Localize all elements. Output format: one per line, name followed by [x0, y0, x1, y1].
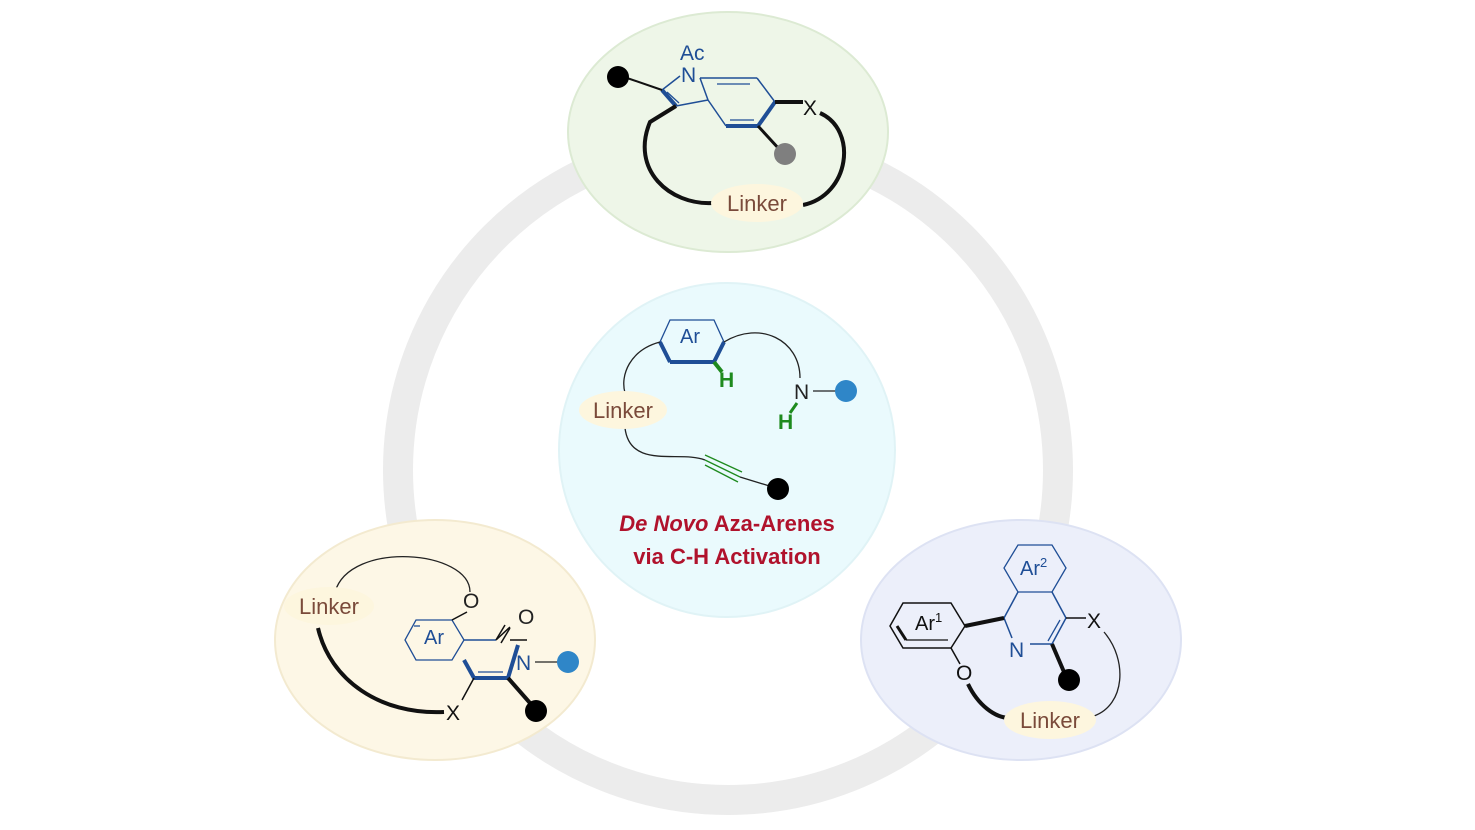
alkyne	[704, 454, 743, 483]
left-x-label: X	[446, 702, 460, 725]
center-h2-label: H	[778, 411, 793, 434]
right-black-dot	[1058, 669, 1080, 691]
right-pyridine-ring	[1003, 591, 1067, 645]
n-h-bond	[788, 402, 799, 414]
center-panel: Ar H N H Linker De Novo Aza-Arenes via C…	[558, 282, 896, 618]
left-ar-label: Ar	[424, 627, 444, 649]
top-x-label: X	[803, 97, 817, 120]
left-carbonyl-bond-2	[500, 627, 511, 644]
indole-skeleton	[660, 75, 777, 128]
right-o-bond	[950, 647, 961, 665]
right-panel: Ar2 N Ar1 O X Linker	[860, 519, 1182, 761]
center-linker-label: Linker	[593, 398, 653, 423]
top-gray-dot-bond	[756, 124, 782, 152]
left-linker-pill	[284, 587, 374, 625]
right-x-label: X	[1087, 610, 1101, 633]
left-black-dot	[525, 700, 547, 722]
title-line-1: De Novo Aza-Arenes	[619, 511, 835, 536]
left-linker-label: Linker	[299, 594, 359, 619]
top-panel: Ac N X Linker	[567, 11, 889, 253]
right-ar1-label: Ar1	[915, 610, 942, 635]
left-lactam-ring	[451, 611, 527, 680]
center-linker-bottom-curve	[624, 427, 706, 461]
right-linker-pill	[1004, 701, 1096, 739]
top-linker-left-arc	[642, 104, 713, 206]
left-linker-thick-arc	[316, 627, 445, 715]
left-n-label: N	[516, 652, 531, 675]
right-dot-bond	[1050, 643, 1066, 673]
center-n-label: N	[794, 381, 809, 404]
left-o-ether-label: O	[463, 590, 479, 613]
left-x-bond	[461, 677, 475, 701]
top-linker-label: Linker	[727, 191, 787, 216]
top-ac-label: Ac	[680, 42, 705, 65]
right-n-label: N	[1009, 639, 1024, 662]
right-o-label: O	[956, 662, 972, 685]
center-arene-amine-curve	[723, 332, 801, 379]
top-linker-pill	[711, 184, 803, 222]
left-o-carbonyl-label: O	[518, 606, 534, 629]
left-carbonyl-bond-1	[495, 624, 506, 641]
right-linker-thin-arc	[1093, 631, 1121, 717]
center-linker-top-curve	[623, 341, 661, 394]
alkyne-black-dot	[767, 478, 789, 500]
center-h1-label: H	[719, 369, 734, 392]
top-dot-bond	[626, 77, 663, 91]
left-linker-thin-curve	[334, 556, 471, 593]
left-black-dot-bond	[506, 676, 532, 705]
ch-bond	[712, 360, 724, 374]
right-biaryl-bond	[964, 616, 1005, 628]
right-linker-label: Linker	[1020, 708, 1080, 733]
amine-blue-dot	[835, 380, 857, 402]
left-panel: O Ar O N X Linker	[274, 519, 596, 761]
right-ar2-label: Ar2	[1020, 555, 1047, 580]
title-line-2: via C-H Activation	[633, 544, 820, 569]
top-linker-right-arc	[802, 111, 846, 207]
center-ar-label: Ar	[680, 326, 700, 348]
top-gray-dot	[774, 143, 796, 165]
top-n-label: N	[681, 64, 696, 87]
left-blue-dot	[557, 651, 579, 673]
center-linker-pill	[579, 391, 667, 429]
top-black-dot	[607, 66, 629, 88]
